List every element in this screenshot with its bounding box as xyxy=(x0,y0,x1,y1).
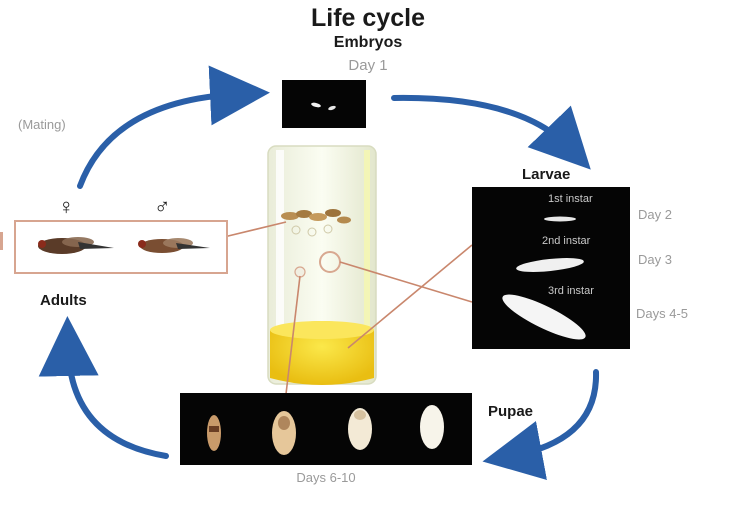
female-symbol-icon: ♀ xyxy=(58,194,75,220)
larvae-image xyxy=(472,187,630,349)
embryos-label: Embryos xyxy=(0,34,736,52)
adult-flies-image xyxy=(16,222,222,268)
larvae-day-label-2: Day 3 xyxy=(638,252,672,267)
cropped-edge-mark xyxy=(0,232,11,250)
larvae-day-label-3: Days 4-5 xyxy=(636,306,688,321)
larvae-day-label-1: Day 2 xyxy=(638,207,672,222)
embryo-image-panel xyxy=(282,80,366,128)
male-symbol-icon: ♂ xyxy=(154,194,171,220)
embryo-image xyxy=(282,80,366,128)
mating-label: (Mating) xyxy=(18,117,66,132)
pupae-image-panel xyxy=(180,393,472,465)
adults-image-panel xyxy=(14,220,228,274)
larvae-image-panel: 1st instar 2nd instar 3rd instar xyxy=(472,187,630,349)
culture-vial xyxy=(268,146,376,385)
pupae-image xyxy=(180,393,472,465)
pupae-label: Pupae xyxy=(488,403,533,420)
embryos-day-label: Day 1 xyxy=(0,57,736,74)
adults-label: Adults xyxy=(40,292,87,309)
pupae-days-label: Days 6-10 xyxy=(180,470,472,485)
larvae-label: Larvae xyxy=(522,166,570,183)
page-title: Life cycle xyxy=(0,4,736,33)
